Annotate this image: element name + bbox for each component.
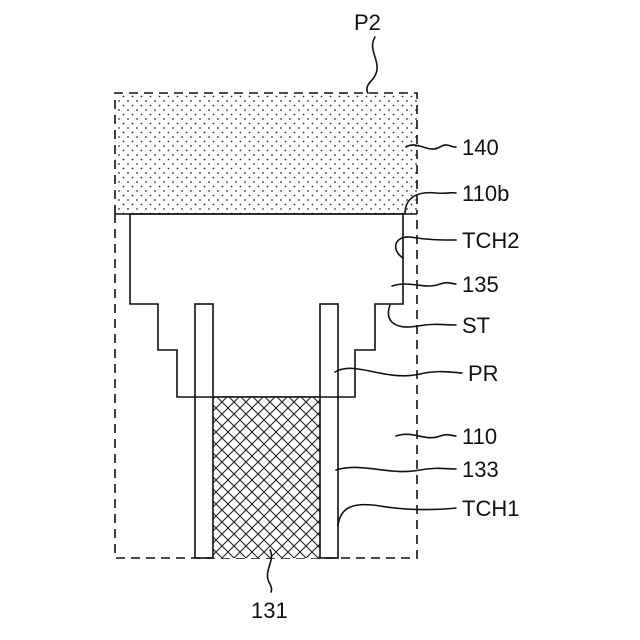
label-pr: PR bbox=[468, 361, 499, 386]
label-tch2: TCH2 bbox=[462, 228, 519, 253]
label-110b: 110b bbox=[462, 181, 509, 206]
label-133: 133 bbox=[462, 457, 499, 482]
label-p2: P2 bbox=[354, 10, 381, 35]
leader-pr bbox=[335, 368, 462, 375]
leader-tch1 bbox=[338, 505, 456, 526]
label-135: 135 bbox=[462, 272, 499, 297]
leader-st bbox=[388, 305, 456, 327]
label-st: ST bbox=[462, 313, 490, 338]
leader-133 bbox=[336, 467, 456, 471]
liner-133-right bbox=[320, 304, 338, 558]
leader-110 bbox=[396, 434, 456, 437]
leader-135 bbox=[392, 283, 456, 286]
leader-tch2 bbox=[396, 237, 456, 258]
label-tch1: TCH1 bbox=[462, 496, 519, 521]
leader-p2 bbox=[367, 37, 377, 93]
label-140: 140 bbox=[462, 135, 499, 160]
label-131: 131 bbox=[251, 598, 288, 623]
liner-133-left bbox=[195, 304, 213, 558]
contact-131 bbox=[213, 397, 320, 558]
layer-140 bbox=[115, 93, 417, 214]
label-110: 110 bbox=[462, 424, 497, 449]
